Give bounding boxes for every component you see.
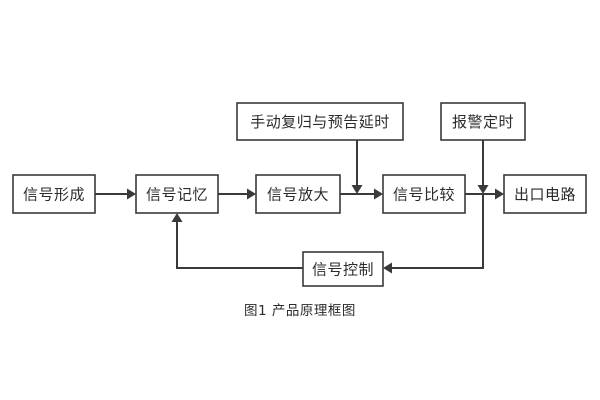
node-label: 信号比较 <box>393 186 455 204</box>
edge-control-to-memory <box>171 213 303 269</box>
node-label: 信号记忆 <box>146 186 208 204</box>
node-label: 信号放大 <box>267 186 329 204</box>
node-box <box>135 174 219 214</box>
node-signal-control: 信号控制 <box>302 251 384 287</box>
edge-compare-to-output <box>465 188 504 200</box>
node-box <box>255 174 341 214</box>
node-alarm-timer: 报警定时 <box>440 102 526 141</box>
node-box <box>503 174 587 214</box>
arrowhead-icon <box>351 185 363 194</box>
node-signal-formation: 信号形成 <box>12 174 96 214</box>
node-box <box>236 102 404 141</box>
node-label: 信号形成 <box>23 186 85 204</box>
arrowhead-icon <box>374 188 383 200</box>
node-signal-amplify: 信号放大 <box>255 174 341 214</box>
node-signal-memory: 信号记忆 <box>135 174 219 214</box>
figure-caption: 图1 产品原理框图 <box>244 303 356 319</box>
node-box <box>302 251 384 287</box>
node-box <box>12 174 96 214</box>
arrowhead-icon <box>247 188 256 200</box>
node-label: 出口电路 <box>514 186 576 204</box>
edge-manual-reset-to-compare-input <box>351 140 363 194</box>
edge-formation-to-memory <box>95 188 136 200</box>
arrowhead-icon <box>171 213 183 222</box>
edge-memory-to-amplify <box>218 188 256 200</box>
node-label: 手动复归与预告延时 <box>250 113 390 131</box>
edge-amplify-to-compare <box>340 188 383 200</box>
node-box <box>440 102 526 141</box>
node-output-circuit: 出口电路 <box>503 174 587 214</box>
arrowhead-icon <box>477 185 489 194</box>
edge-line <box>176 219 303 269</box>
edges-layer <box>95 140 504 274</box>
edge-line <box>389 194 484 269</box>
node-label: 报警定时 <box>452 113 514 131</box>
arrowhead-icon <box>495 188 504 200</box>
arrowhead-icon <box>383 262 392 274</box>
node-label: 信号控制 <box>312 261 374 279</box>
edge-output-branch-to-control <box>383 194 484 274</box>
node-box <box>382 174 466 214</box>
edge-alarm-timer-to-output-input <box>477 140 489 194</box>
arrowhead-icon <box>127 188 136 200</box>
node-manual-reset-delay: 手动复归与预告延时 <box>236 102 404 141</box>
node-signal-compare: 信号比较 <box>382 174 466 214</box>
